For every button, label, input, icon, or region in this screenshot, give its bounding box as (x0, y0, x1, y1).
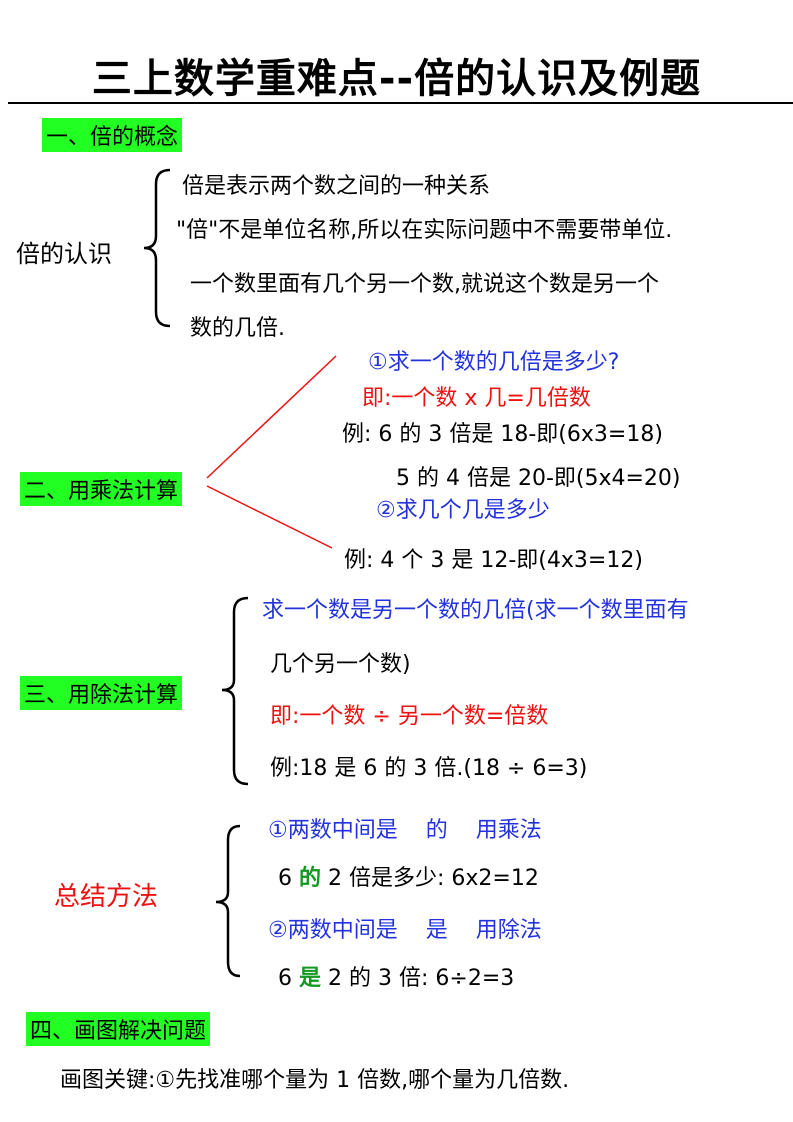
section2-question-1: ①求一个数的几倍是多少? (368, 350, 620, 375)
summary-method-2-suffix: 用除法 (475, 918, 542, 943)
bracket-summary (215, 824, 241, 978)
summary-example-1-key: 的 (299, 866, 322, 891)
summary-example-2-pre: 6 (278, 966, 292, 991)
section4-heading: 四、画图解决问题 (26, 1012, 211, 1046)
section2-heading: 二、用乘法计算 (20, 472, 183, 506)
bracket-section3 (221, 596, 249, 786)
summary-method-1-key: 的 (425, 818, 448, 843)
section1-label: 倍的认识 (16, 240, 112, 268)
summary-label: 总结方法 (54, 882, 159, 912)
section2-example-2: 5 的 4 倍是 20-即(5x4=20) (396, 466, 681, 491)
section3-formula: 即:一个数 ÷ 另一个数=倍数 (270, 704, 549, 729)
section3-example: 例:18 是 6 的 3 倍.(18 ÷ 6=3) (270, 756, 588, 781)
connector-line-upper (206, 355, 337, 479)
section1-line-4: 数的几倍. (190, 316, 285, 341)
summary-example-2-post: 2 的 3 倍: 6÷2=3 (328, 966, 515, 991)
section3-line-2: 几个另一个数) (270, 652, 411, 677)
section2-example-1: 例: 6 的 3 倍是 18-即(6x3=18) (342, 422, 663, 447)
section1-heading: 一、倍的概念 (42, 118, 183, 152)
summary-example-1: 6 的 2 倍是多少: 6x2=12 (278, 860, 539, 892)
section3-heading: 三、用除法计算 (20, 676, 183, 710)
summary-method-2-prefix: ②两数中间是 (268, 918, 398, 943)
title-divider (8, 102, 793, 104)
summary-method-1: ①两数中间是 的 用乘法 (268, 812, 542, 844)
section2-example-3: 例: 4 个 3 是 12-即(4x3=12) (344, 548, 643, 573)
summary-method-2-key: 是 (425, 918, 448, 943)
summary-method-2: ②两数中间是 是 用除法 (268, 912, 542, 944)
summary-example-1-post: 2 倍是多少: 6x2=12 (328, 866, 539, 891)
section1-line-3: 一个数里面有几个另一个数,就说这个数是另一个 (190, 272, 659, 297)
bracket-section1 (143, 168, 171, 328)
summary-method-1-suffix: 用乘法 (475, 818, 542, 843)
section4-line: 画图关键:①先找准哪个量为 1 倍数,哪个量为几倍数. (60, 1068, 570, 1093)
section1-line-1: 倍是表示两个数之间的一种关系 (182, 174, 491, 199)
page-title: 三上数学重难点--倍的认识及例题 (91, 56, 702, 102)
section2-formula: 即:一个数 x 几=几倍数 (362, 386, 591, 411)
section2-question-2: ②求几个几是多少 (376, 498, 550, 523)
summary-example-2-key: 是 (299, 966, 322, 991)
summary-example-2: 6 是 2 的 3 倍: 6÷2=3 (278, 960, 514, 992)
connector-line-lower (206, 485, 333, 549)
summary-example-1-pre: 6 (278, 866, 292, 891)
section3-line-1: 求一个数是另一个数的几倍(求一个数里面有 (262, 598, 689, 623)
section1-line-2: "倍"不是单位名称,所以在实际问题中不需要带单位. (176, 218, 673, 243)
summary-method-1-prefix: ①两数中间是 (268, 818, 398, 843)
